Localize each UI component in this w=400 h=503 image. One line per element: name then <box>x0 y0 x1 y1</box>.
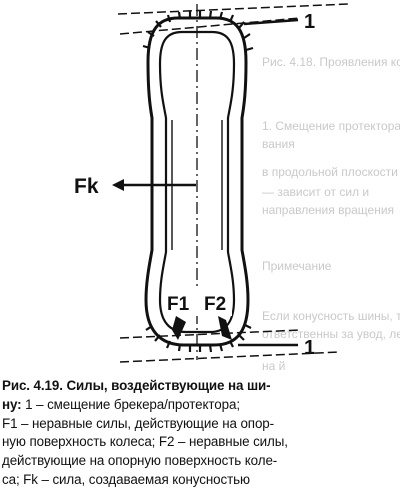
fk-label: Fk <box>74 175 99 198</box>
bg-text-line: ответственны за увод, левые <box>262 327 400 341</box>
bg-text-line: Если конусность шины, торсио <box>262 309 400 323</box>
bg-text-line: вания <box>262 137 295 151</box>
top-reference-line-lower <box>119 17 301 35</box>
bg-text-line: — зависит от сил и <box>262 185 369 199</box>
tire-inner-contour <box>158 30 236 334</box>
f2-label: F2 <box>204 294 226 315</box>
bg-text-line: Примечание <box>262 259 332 273</box>
bg-text-line: Рис. 4.18. Проявления конусности. <box>262 55 400 69</box>
caption-line-5: са; Fk – сила, создаваемая конусностью <box>2 471 250 487</box>
tire-forces-diagram: Рис. 4.18. Проявления конусности. 1. Сме… <box>74 3 400 373</box>
caption-line-4: действующие на опорную поверхность коле- <box>2 453 278 469</box>
caption-title: Рис. 4.19. Силы, воздействующие на ши- <box>2 378 271 393</box>
background-text: Рис. 4.18. Проявления конусности. 1. Сме… <box>262 55 400 373</box>
top-marker-leader <box>243 18 299 26</box>
f2-arrow-icon <box>218 316 232 340</box>
bottom-reference-line-upper <box>119 329 301 339</box>
caption-line-2: F1 – неравные силы, действующие на опор- <box>2 415 275 431</box>
caption-line-3: ную поверхность колеса; F2 – неравные си… <box>2 434 288 450</box>
top-marker-label: 1 <box>304 11 315 33</box>
f1-arrow-icon <box>172 316 186 340</box>
bottom-tread-teeth <box>145 324 252 353</box>
bg-text-line: 1. Смещение протектора и проскальзы- <box>262 119 400 133</box>
caption-title-cont: ну: <box>2 396 22 412</box>
bg-text-line: на й <box>262 359 285 373</box>
caption-line-1: 1 – смещение брекера/протектора; <box>21 396 240 412</box>
bg-text-line: направления вращения <box>262 203 394 217</box>
f-labels-backdrop <box>166 290 232 316</box>
fk-arrowhead <box>112 179 124 191</box>
bg-text-line: в продольной плоскости <box>262 165 398 179</box>
figure-caption: Рис. 4.19. Силы, воздействующие на ши- н… <box>2 377 398 490</box>
f1-label: F1 <box>167 294 190 315</box>
bottom-marker-label: 1 <box>304 337 315 359</box>
bottom-reference-line-lower <box>119 351 341 363</box>
